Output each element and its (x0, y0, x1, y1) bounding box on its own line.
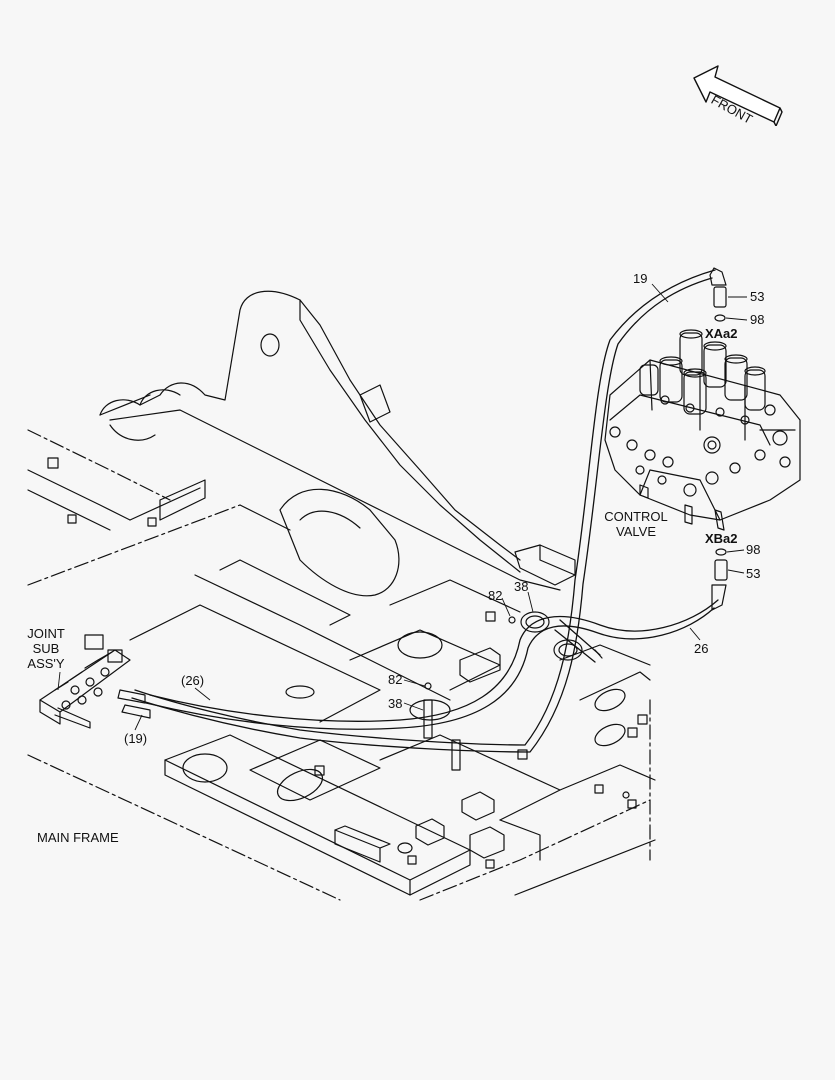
joint-sub-line-2: SUB (32, 641, 60, 656)
valve-spools (639, 329, 766, 415)
oring-lower-callout: 98 (746, 542, 761, 557)
bolt-lower-callout: 82 (388, 672, 403, 687)
control-valve-line-2: VALVE (616, 524, 656, 539)
oring-upper-callout: 98 (750, 312, 765, 327)
lower-fittings (711, 548, 728, 611)
joint-sub-line-3: ASS'Y (27, 656, 65, 671)
frame-blocks (47, 457, 648, 869)
hose-26-ref-callout: (26) (181, 673, 205, 688)
joint-sub-assy-body (39, 634, 151, 729)
valve-ports (609, 395, 791, 531)
front-arrow-icon (693, 65, 783, 126)
upper-fittings (709, 267, 727, 322)
bolt-upper-callout: 82 (488, 588, 503, 603)
port-xaa2-label: XAa2 (705, 326, 738, 341)
joint-sub-line-1: JOINT (27, 626, 65, 641)
port-xba2-label: XBa2 (705, 531, 738, 546)
control-valve-body (604, 267, 801, 611)
clamp-upper-callout: 38 (514, 579, 529, 594)
hose-19-callout: 19 (633, 271, 648, 286)
hoses (131, 269, 719, 753)
hose-19-ref-callout: (19) (124, 731, 148, 746)
control-valve-label: CONTROL VALVE (604, 509, 668, 539)
adapter-upper-callout: 53 (750, 289, 765, 304)
boom-bracket (99, 290, 576, 597)
clamp-lower-callout: 38 (388, 696, 403, 711)
control-valve-line-1: CONTROL (604, 509, 668, 524)
main-frame-label: MAIN FRAME (37, 830, 119, 845)
hose-26-callout: 26 (694, 641, 709, 656)
clamps (423, 611, 603, 771)
adapter-lower-callout: 53 (746, 566, 761, 581)
main-frame-outline (27, 333, 656, 901)
joint-sub-assy-label: JOINT SUB ASS'Y (27, 626, 65, 671)
